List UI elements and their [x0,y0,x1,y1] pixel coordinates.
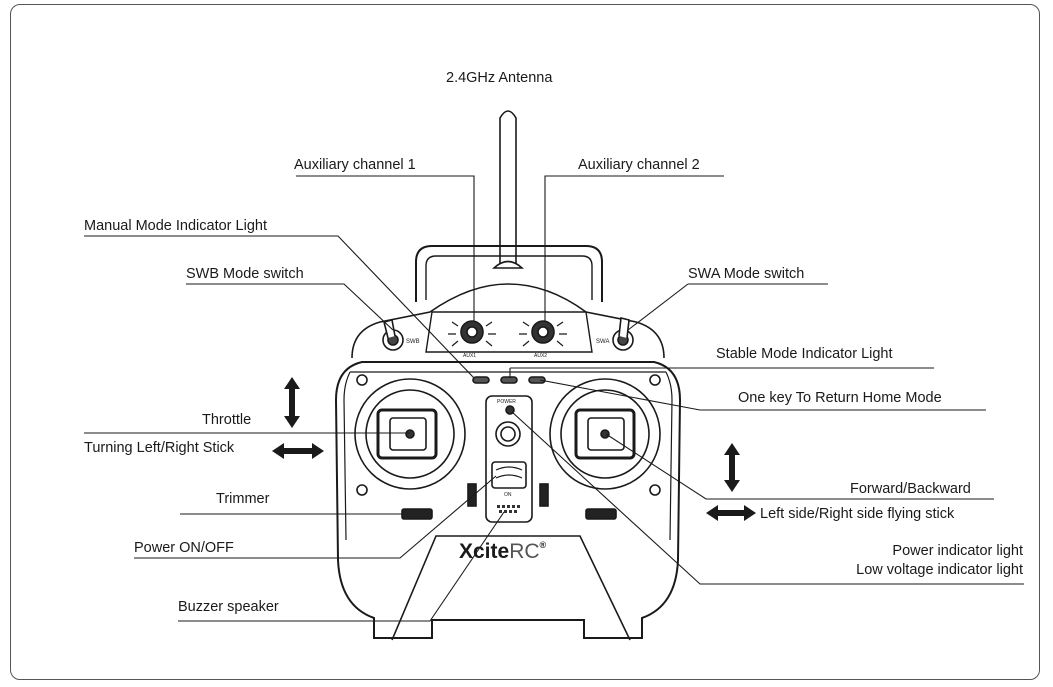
label-trimmer: Trimmer [216,491,270,507]
brand-logo: XciteRC® [459,540,547,563]
aux2-tag: AUX2 [534,353,547,359]
aux1-tag: AUX1 [463,353,476,359]
label-manual-light: Manual Mode Indicator Light [84,218,267,234]
label-stable-light: Stable Mode Indicator Light [716,346,893,362]
buzzer-speaker [497,505,520,513]
stable-mode-light [500,376,518,384]
label-throttle: Throttle [202,412,252,428]
label-return-home: One key To Return Home Mode [738,390,942,406]
on-tag: ON [504,492,512,498]
carry-handle [415,245,603,302]
swa-tag: SWA [596,339,609,345]
label-left-side: Left side/Right side flying stick [760,506,955,522]
swb-tag: SWB [406,339,420,345]
label-power-onoff: Power ON/OFF [134,540,234,556]
left-side-arrow [706,505,756,521]
antenna [499,110,517,268]
power-indicator-light [505,405,515,415]
power-tag: POWER [497,399,516,405]
label-low-voltage: Low voltage indicator light [856,562,1023,578]
label-forward: Forward/Backward [850,481,971,497]
label-power-light: Power indicator light [892,543,1023,559]
return-home-light [528,376,546,384]
label-aux1: Auxiliary channel 1 [294,157,416,173]
label-swb: SWB Mode switch [186,266,304,282]
label-swa: SWA Mode switch [688,266,805,282]
label-aux2: Auxiliary channel 2 [578,157,700,173]
turning-arrow [272,443,324,459]
diagram-frame [10,4,1040,680]
throttle-arrow [284,377,300,428]
label-antenna: 2.4GHz Antenna [446,70,553,86]
label-turning: Turning Left/Right Stick [84,440,235,456]
forward-arrow [724,443,740,492]
manual-mode-light [472,376,490,384]
label-buzzer: Buzzer speaker [178,599,279,615]
trimmer [401,508,433,520]
stand [391,535,631,641]
